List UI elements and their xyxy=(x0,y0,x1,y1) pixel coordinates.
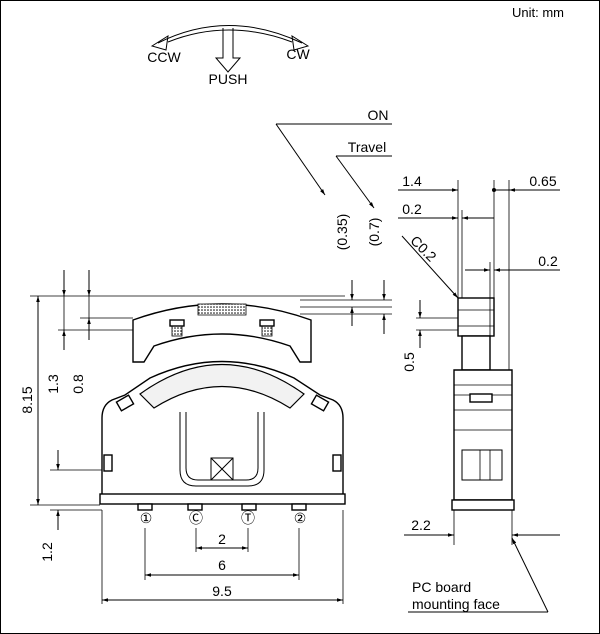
latch-left xyxy=(115,394,135,412)
terminal-c xyxy=(187,503,203,511)
latch-right xyxy=(310,394,330,412)
terminal-2 xyxy=(291,503,307,511)
side-notch-right xyxy=(332,454,342,472)
terminal-t-label: Ⓣ xyxy=(241,510,255,526)
terminal-c-label: Ⓒ xyxy=(189,510,203,526)
pc-board-label-2: mounting face xyxy=(412,596,500,612)
push-arrow-icon xyxy=(214,28,242,73)
travel-value: (0.7) xyxy=(366,218,382,247)
dim-1-4: 1.4 xyxy=(402,173,422,189)
travel-label: Travel xyxy=(348,139,386,155)
rotation-arc-inner xyxy=(167,29,293,43)
dim-0-2-right: 0.2 xyxy=(538,253,558,269)
dim-0-2-top: 0.2 xyxy=(402,201,422,217)
side-knob xyxy=(457,297,495,337)
knob-slot-right xyxy=(261,325,273,337)
knob-slot-left xyxy=(171,325,183,337)
knob xyxy=(132,303,312,363)
dim-9-5: 9.5 xyxy=(212,583,232,599)
side-latch xyxy=(469,393,493,403)
cw-label: CW xyxy=(286,46,310,62)
knob-tab-left xyxy=(169,319,185,327)
ccw-label: CCW xyxy=(147,49,181,65)
on-label: ON xyxy=(368,107,389,123)
side-shaft xyxy=(461,335,491,371)
plunger-outline xyxy=(179,412,265,487)
side-window xyxy=(461,449,503,481)
knob-contact-hatch xyxy=(197,303,247,316)
rotor-ring xyxy=(139,363,305,409)
terminal-1-label: ① xyxy=(140,510,153,526)
cw-arrow-icon xyxy=(291,35,310,51)
body-base xyxy=(99,493,346,505)
front-dimensions: 8.15 1.3 0.8 1.2 2 6 9.5 xyxy=(19,270,345,604)
side-base xyxy=(451,499,515,511)
push-label: PUSH xyxy=(209,71,248,87)
operation-symbol: CCW PUSH CW xyxy=(147,25,310,87)
terminal-t xyxy=(241,503,257,511)
dim-0-8: 0.8 xyxy=(70,374,86,394)
dim-6: 6 xyxy=(218,557,226,573)
terminal-2-label: ② xyxy=(294,510,307,526)
side-notch-left xyxy=(103,454,113,472)
dim-1-3: 1.3 xyxy=(45,374,61,394)
dim-0-65: 0.65 xyxy=(529,173,556,189)
center-contact-cross xyxy=(210,457,234,481)
pc-board-label-1: PC board xyxy=(412,579,471,595)
ccw-arrow-icon xyxy=(150,35,169,51)
on-value: (0.35) xyxy=(334,214,350,251)
knob-tab-right xyxy=(259,319,275,327)
unit-label: Unit: mm xyxy=(512,5,564,20)
side-view xyxy=(451,297,515,511)
rotation-arc-outer xyxy=(157,25,303,44)
travel-callouts: ON Travel (0.35) (0.7) xyxy=(275,107,392,334)
dim-2: 2 xyxy=(218,531,226,547)
front-view: ① Ⓒ Ⓣ ② xyxy=(99,303,346,526)
dim-2-2: 2.2 xyxy=(411,517,431,533)
dim-1-2: 1.2 xyxy=(39,542,55,562)
dim-0-5: 0.5 xyxy=(401,352,417,372)
dim-8-15: 8.15 xyxy=(19,386,35,413)
center-contact xyxy=(210,457,234,481)
terminal-1 xyxy=(137,503,153,511)
